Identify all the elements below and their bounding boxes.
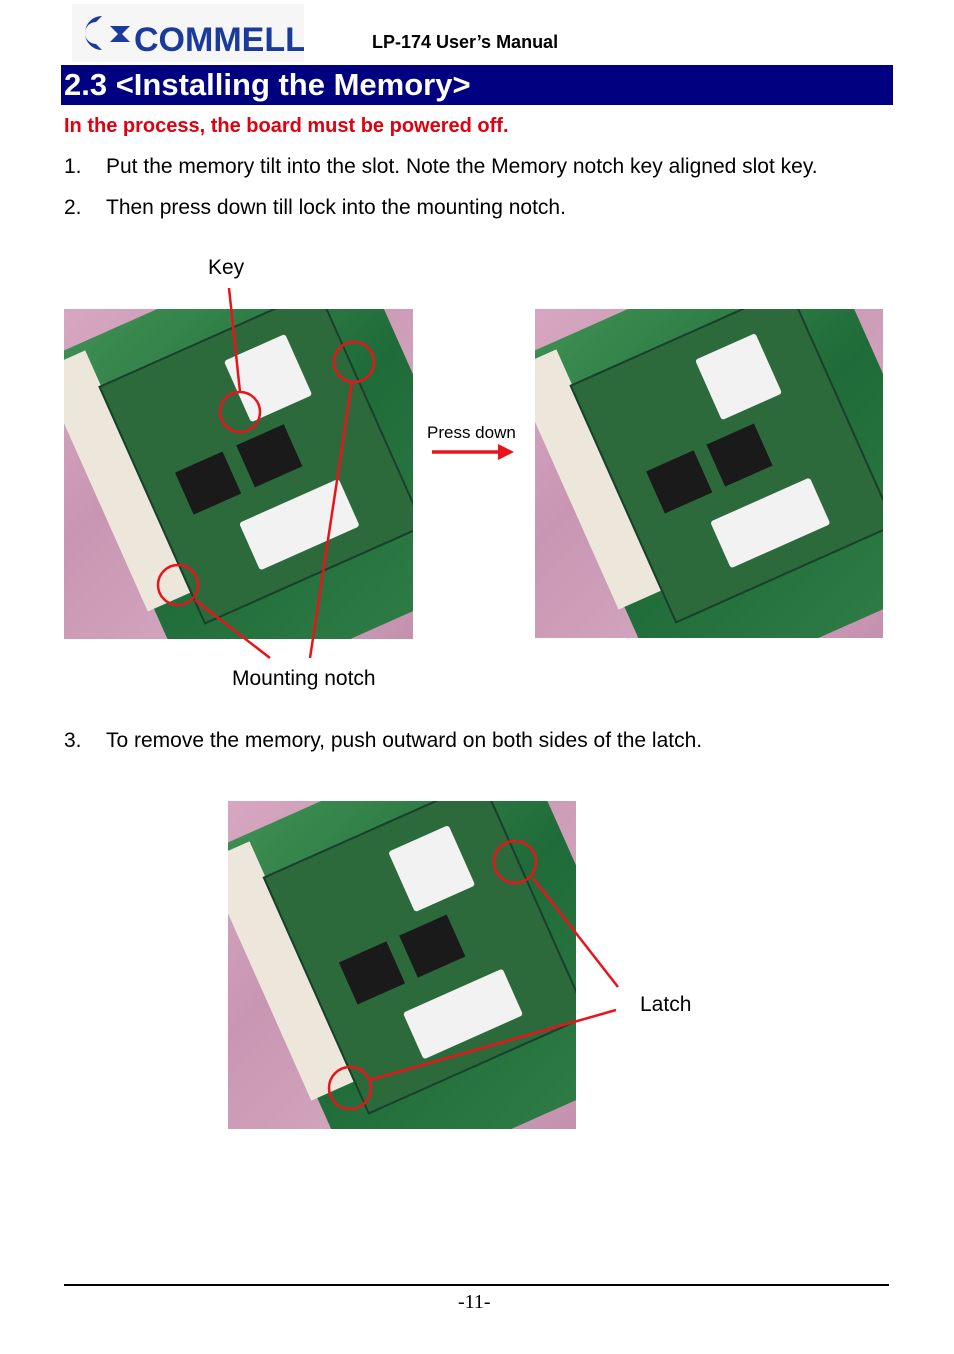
step-number: 1. bbox=[64, 155, 82, 178]
step-text: Put the memory tilt into the slot. Note … bbox=[106, 155, 818, 178]
manual-title: LP-174 User’s Manual bbox=[372, 32, 559, 52]
arrow-right-icon bbox=[432, 444, 514, 460]
notch-highlight-circle-top bbox=[332, 340, 376, 384]
key-leader-line bbox=[227, 287, 242, 393]
latch-leader-bottom bbox=[369, 1008, 617, 1082]
key-label: Key bbox=[208, 256, 245, 279]
logo-text: COMMELL bbox=[134, 21, 304, 59]
step-text: To remove the memory, push outward on bo… bbox=[106, 729, 703, 752]
step-number: 3. bbox=[64, 729, 82, 752]
step-3: 3. To remove the memory, push outward on… bbox=[64, 729, 924, 755]
power-warning: In the process, the board must be powere… bbox=[64, 115, 509, 137]
notch-highlight-circle-bottom bbox=[156, 563, 200, 607]
latch-label: Latch bbox=[640, 993, 692, 1016]
footer-rule bbox=[64, 1284, 889, 1286]
latch-leader-top bbox=[532, 877, 619, 988]
page-number: -11- bbox=[458, 1291, 491, 1313]
photo-memory-installed bbox=[535, 309, 883, 638]
section-heading-bar: 2.3 <Installing the Memory> bbox=[61, 65, 893, 105]
step-1: 1. Put the memory tilt into the slot. No… bbox=[64, 155, 924, 181]
step-text: Then press down till lock into the mount… bbox=[106, 196, 566, 219]
section-title: 2.3 <Installing the Memory> bbox=[64, 67, 471, 102]
latch-highlight-circle-bottom bbox=[327, 1065, 373, 1111]
key-highlight-circle bbox=[218, 390, 262, 434]
latch-highlight-circle-top bbox=[492, 839, 538, 885]
mounting-notch-label: Mounting notch bbox=[232, 667, 376, 690]
press-down-label: Press down bbox=[427, 423, 516, 442]
step-number: 2. bbox=[64, 196, 82, 219]
photo-memory-latch bbox=[228, 801, 576, 1129]
photo-memory-tilted bbox=[64, 309, 413, 639]
step-2: 2. Then press down till lock into the mo… bbox=[64, 196, 924, 222]
mounting-notch-leader-bottom bbox=[194, 599, 271, 659]
mounting-notch-leader-top bbox=[308, 381, 354, 659]
commell-logo: COMMELL bbox=[72, 4, 306, 62]
